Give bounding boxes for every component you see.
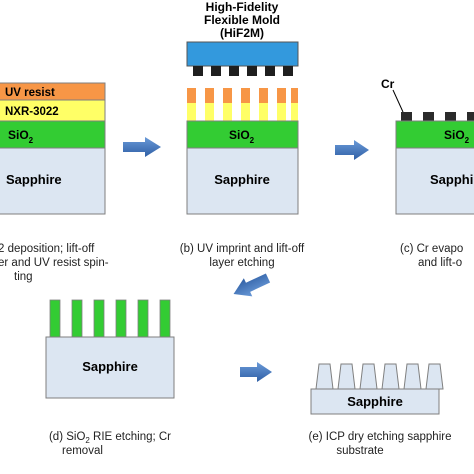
mold-tooth xyxy=(193,66,203,76)
pillar-yellow xyxy=(205,103,214,121)
pillar-orange xyxy=(223,88,232,103)
sapphire-layer xyxy=(186,147,299,215)
sapphire-label: Sapphire xyxy=(214,172,270,187)
caption-e-line2: substrate xyxy=(336,445,383,457)
mold-tooth xyxy=(283,66,293,76)
sio2-layer xyxy=(395,120,474,149)
sapphire-trapezoids xyxy=(315,363,444,390)
caption-a-line1: 2 deposition; lift-off xyxy=(0,243,95,255)
sio2-label-sub: 2 xyxy=(250,136,255,145)
sio2-pillar xyxy=(137,299,149,338)
trapezoid-pillar xyxy=(381,363,400,390)
uv-resist-label: UV resist xyxy=(5,87,55,99)
sapphire-layer xyxy=(310,388,440,415)
trapezoid-pillar xyxy=(359,363,378,390)
cr-dot xyxy=(423,112,434,121)
panel-a: UV resist NXR-3022 SiO2 Sapphire 2 depos… xyxy=(0,82,109,283)
sio2-pillar xyxy=(159,299,171,338)
panel-d: Sapphire (d) SiO2 RIE etching; Cr remova… xyxy=(45,299,175,457)
sio2-layer xyxy=(186,120,299,149)
trapezoid-pillar xyxy=(315,363,334,390)
panel-c: Cr SiO2 Sapphi (c) Cr evapo and lift-o xyxy=(381,77,474,269)
mold-body xyxy=(186,41,299,67)
pillar-yellow xyxy=(277,103,286,121)
cr-dot xyxy=(445,112,456,121)
sapphire-label: Sapphire xyxy=(347,394,403,409)
mold-title-line3: (HiF2M) xyxy=(220,26,264,40)
arrow-b-to-c xyxy=(335,140,369,160)
sio2-label-main: SiO xyxy=(8,128,29,142)
sapphire-label: Sapphi xyxy=(430,172,473,187)
pillar-yellow xyxy=(223,103,232,121)
pillar-yellow xyxy=(259,103,268,121)
caption-b-line2: layer etching xyxy=(209,257,274,269)
cr-pointer-line xyxy=(392,89,404,113)
pillar-yellow xyxy=(291,103,298,121)
mold-tooth xyxy=(211,66,221,76)
sapphire-layer xyxy=(395,147,474,215)
caption-c-line2: and lift-o xyxy=(418,257,462,269)
panel-b: High-Fidelity Flexible Mold (HiF2M) xyxy=(180,0,305,269)
cr-dots xyxy=(401,112,474,121)
trapezoid-pillar xyxy=(337,363,356,390)
cr-label: Cr xyxy=(381,77,395,91)
caption-e-line1: (e) ICP dry etching sapphire xyxy=(309,431,452,443)
sio2-pillar xyxy=(71,299,83,338)
caption-d-prefix: (d) SiO xyxy=(49,431,85,443)
sio2-pillar xyxy=(93,299,105,338)
mold-tooth xyxy=(229,66,239,76)
sio2-label: SiO2 xyxy=(444,128,470,145)
uv-resist-layer xyxy=(0,82,106,101)
sio2-label-sub: 2 xyxy=(29,136,34,145)
pillar-orange xyxy=(187,88,196,103)
mold-tooth xyxy=(247,66,257,76)
sio2-label-main: SiO xyxy=(444,128,465,142)
arrow-a-to-b xyxy=(123,137,161,157)
mold-teeth xyxy=(193,66,293,76)
mold-title-line2: Flexible Mold xyxy=(204,13,280,27)
sapphire-label: Sapphire xyxy=(82,359,138,374)
sio2-label: SiO2 xyxy=(8,128,34,145)
trapezoid-pillar xyxy=(403,363,422,390)
mold-title-line1: High-Fidelity xyxy=(206,0,279,14)
caption-d-line1: (d) SiO2 RIE etching; Cr xyxy=(49,431,171,445)
mold-tooth xyxy=(265,66,275,76)
sio2-label-sub: 2 xyxy=(465,136,470,145)
sio2-pillar xyxy=(49,299,61,338)
caption-a-line3: ting xyxy=(14,271,33,283)
caption-c-line1: (c) Cr evapo xyxy=(400,243,463,255)
caption-d-suffix: RIE etching; Cr xyxy=(90,431,171,443)
panel-e: Sapphire (e) ICP dry etching sapphire su… xyxy=(309,363,452,457)
pillar-orange xyxy=(205,88,214,103)
pillar-orange xyxy=(277,88,286,103)
sapphire-layer xyxy=(0,147,106,215)
caption-d-line2: removal xyxy=(62,445,103,457)
pillar-orange xyxy=(291,88,298,103)
nxr-label: NXR-3022 xyxy=(5,106,59,118)
pillar-orange xyxy=(241,88,250,103)
pillar-orange xyxy=(259,88,268,103)
sio2-pillar xyxy=(115,299,127,338)
sio2-label: SiO2 xyxy=(229,128,255,145)
sio2-layer xyxy=(0,120,106,149)
sio2-label-main: SiO xyxy=(229,128,250,142)
sapphire-label: Sapphire xyxy=(6,172,62,187)
cr-dot xyxy=(467,112,474,121)
caption-d-sub: 2 xyxy=(85,436,90,445)
sio2-pillars xyxy=(49,299,171,338)
arrow-d-to-e xyxy=(240,362,272,382)
cr-dot xyxy=(401,112,412,121)
trapezoid-pillar xyxy=(425,363,444,390)
caption-a-line2: er and UV resist spin- xyxy=(0,257,109,269)
pillar-yellow xyxy=(187,103,196,121)
imprinted-pillars xyxy=(187,88,298,121)
arrow-c-to-d xyxy=(233,273,271,297)
sapphire-layer xyxy=(45,336,175,399)
pillar-yellow xyxy=(241,103,250,121)
caption-b-line1: (b) UV imprint and lift-off xyxy=(180,243,305,255)
